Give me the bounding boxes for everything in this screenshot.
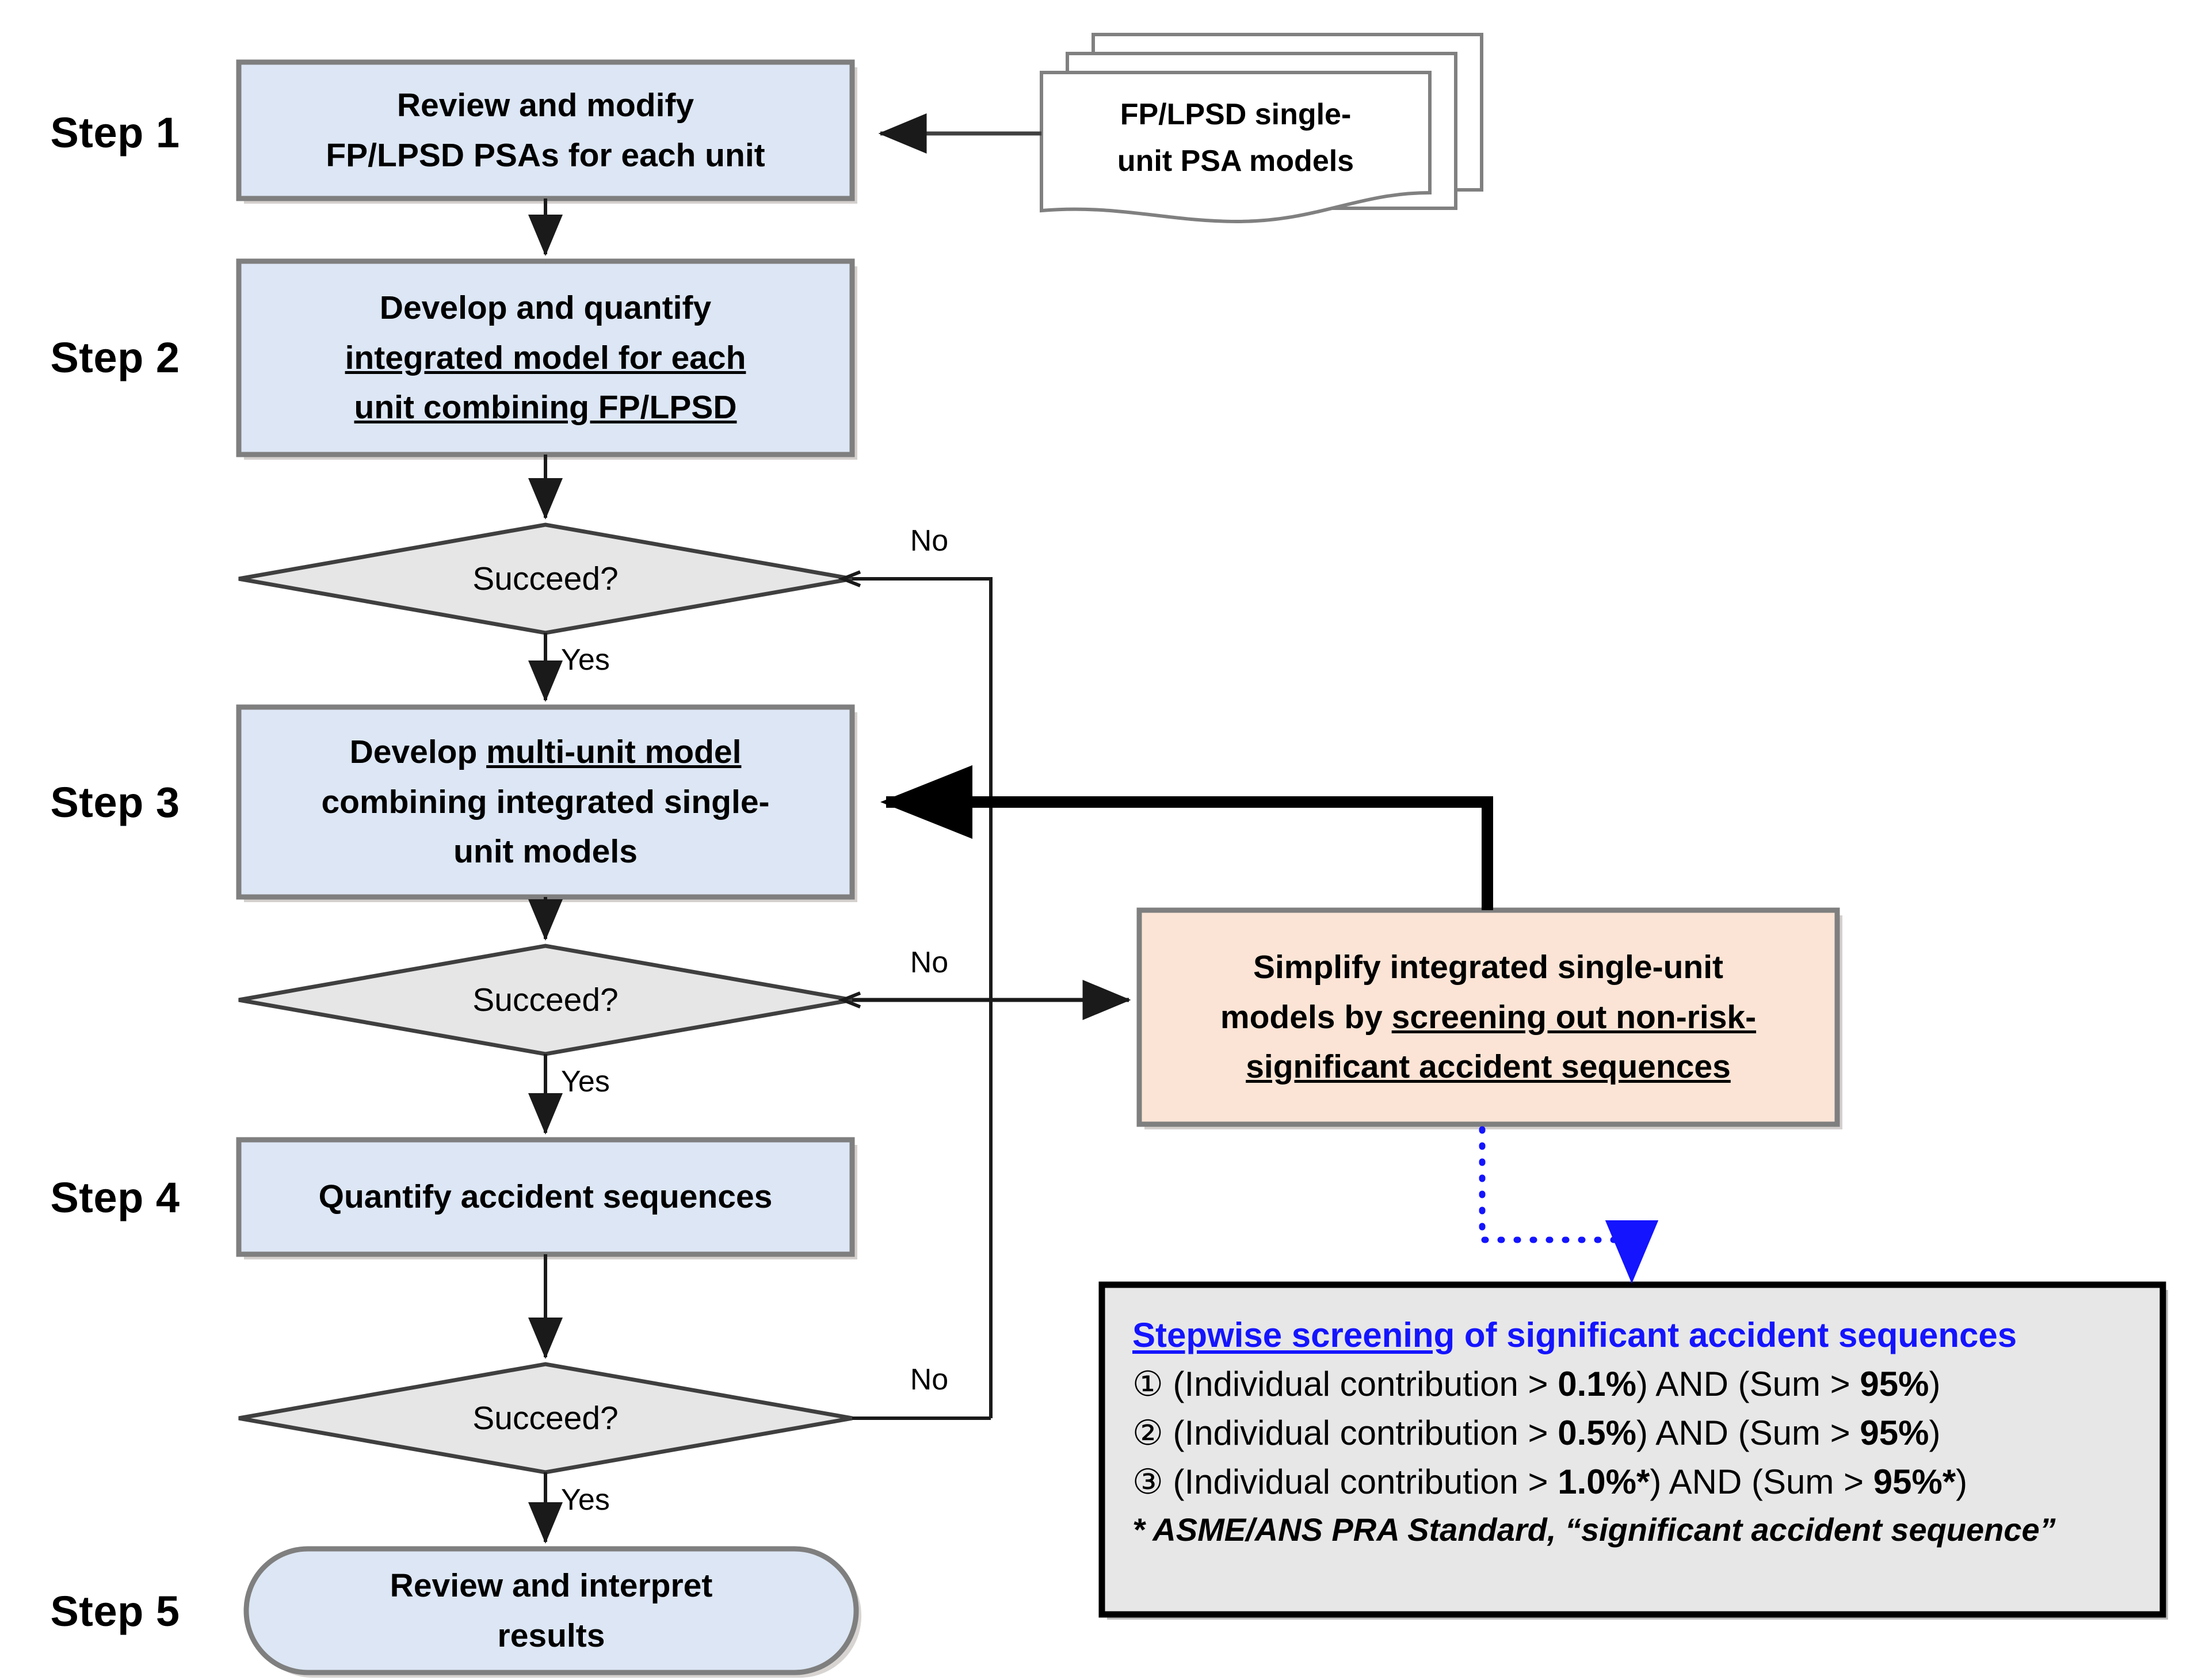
screening-criterion-2: ② (Individual contribution > 0.5%) AND (… [1132,1408,2145,1457]
step1-process-shape [236,59,857,204]
input-document-shape [1040,33,1483,224]
criterion-2-threshold: 0.5% [1558,1414,1636,1453]
criterion-2-mid: ) AND (Sum > [1636,1414,1860,1453]
criterion-3-sum: 95%* [1873,1463,1956,1502]
screening-title-underlined: Stepwise screening [1132,1316,1455,1354]
criterion-1-sum: 95% [1860,1365,1929,1403]
screening-footnote: * ASME/ANS PRA Standard, “significant ac… [1132,1511,2056,1548]
criterion-2-marker: ② [1132,1414,1163,1453]
criterion-2-pre: (Individual contribution > [1163,1414,1558,1453]
criterion-3-post: ) [1956,1463,1968,1502]
screening-title-rest: of significant accident sequences [1455,1316,2017,1354]
step2-process-shape [236,258,857,460]
step5-terminator-shape [243,1546,861,1678]
criterion-3-mid: ) AND (Sum > [1650,1463,1873,1502]
decision2-shape [238,944,853,1056]
criterion-3-pre: (Individual contribution > [1163,1463,1558,1502]
screening-criterion-1: ① (Individual contribution > 0.1%) AND (… [1132,1360,2145,1408]
simplify-box-shape [1136,907,1842,1129]
criterion-1-marker: ① [1132,1365,1163,1403]
decision3-shape [238,1362,853,1475]
criterion-2-sum: 95% [1860,1414,1929,1453]
criterion-3-marker: ③ [1132,1463,1163,1502]
criterion-2-post: ) [1929,1414,1941,1453]
step3-process-shape [236,704,857,902]
connector-simplify-to-screening-dotted [1479,1126,1659,1284]
screening-box-shape [1098,1281,2168,1620]
screening-title: Stepwise screening of significant accide… [1132,1315,2145,1356]
decision1-shape [238,522,853,635]
criterion-1-pre: (Individual contribution > [1163,1365,1558,1403]
connector-decision1-no [852,577,993,1418]
criterion-3-threshold: 1.0%* [1558,1463,1650,1502]
criterion-1-mid: ) AND (Sum > [1636,1365,1860,1403]
step4-process-shape [236,1137,857,1259]
connector-feedback-return-head [838,570,861,1009]
criterion-1-threshold: 0.1% [1558,1365,1636,1403]
connector-simplify-to-step3-feedback [880,765,1493,910]
screening-criterion-3: ③ (Individual contribution > 1.0%*) AND … [1132,1457,2145,1506]
screening-content: Stepwise screening of significant accide… [1132,1315,2145,1552]
criterion-1-post: ) [1929,1365,1941,1403]
